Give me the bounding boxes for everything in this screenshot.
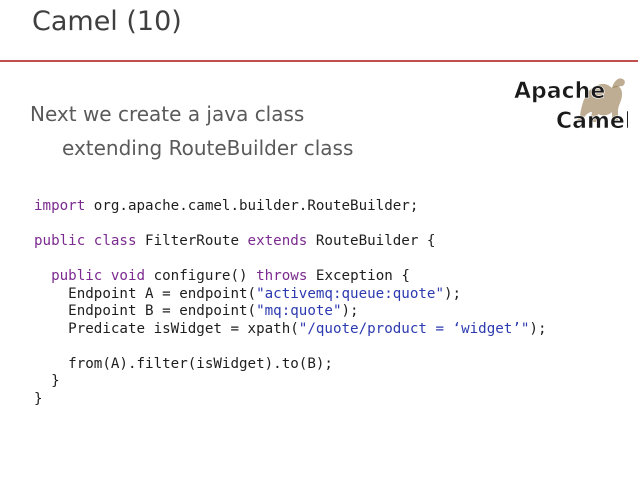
code-line-11: } — [34, 373, 60, 389]
code-text: ); — [341, 303, 359, 319]
code-line-8: Predicate isWidget = xpath("/quote/produ… — [34, 320, 547, 337]
logo-word-camel: Camel — [556, 109, 628, 134]
code-text: configure() — [145, 268, 257, 284]
slide-title: Camel (10) — [32, 6, 182, 37]
camel-icon — [576, 78, 625, 122]
code-keyword: public class — [34, 233, 137, 249]
code-text: Exception { — [307, 268, 410, 284]
code-string: "mq:quote" — [256, 303, 342, 319]
code-indent — [34, 268, 51, 284]
code-line-1: import org.apache.camel.builder.RouteBui… — [34, 198, 418, 214]
code-line-12: } — [34, 390, 43, 407]
code-keyword: import — [34, 198, 86, 214]
title-bar: Camel (10) — [0, 0, 638, 62]
code-text: FilterRoute — [136, 233, 248, 249]
slide-body: Next we create a java class extending Ro… — [30, 97, 353, 165]
code-text: Endpoint B = endpoint( — [34, 303, 257, 319]
code-text: Predicate isWidget = xpath( — [34, 320, 299, 337]
code-line-3: public class FilterRoute extends RouteBu… — [34, 233, 435, 249]
code-string: "activemq:queue:quote" — [256, 285, 445, 302]
code-keyword: extends — [247, 233, 308, 249]
code-text: ); — [444, 285, 462, 302]
code-block: import org.apache.camel.builder.RouteBui… — [34, 198, 547, 408]
code-line-5: public void configure() throws Exception… — [34, 268, 410, 284]
code-keyword: throws — [256, 268, 308, 284]
code-line-6: Endpoint A = endpoint("activemq:queue:qu… — [34, 286, 461, 302]
body-line-2: extending RouteBuilder class — [62, 136, 354, 160]
code-text: ); — [529, 320, 547, 337]
code-keyword: public void — [51, 268, 146, 284]
body-line-1: Next we create a java class — [30, 102, 305, 126]
code-line-10: from(A).filter(isWidget).to(B); — [34, 355, 333, 372]
logo-word-apache: Apache — [514, 79, 605, 104]
code-text: org.apache.camel.builder.RouteBuilder; — [85, 198, 419, 214]
apache-camel-logo: Apache Camel — [514, 78, 628, 134]
code-text: RouteBuilder { — [307, 233, 436, 249]
code-text: Endpoint A = endpoint( — [34, 285, 257, 302]
code-line-7: Endpoint B = endpoint("mq:quote"); — [34, 303, 359, 319]
code-string: "/quote/product = ‘widget’" — [298, 320, 530, 337]
